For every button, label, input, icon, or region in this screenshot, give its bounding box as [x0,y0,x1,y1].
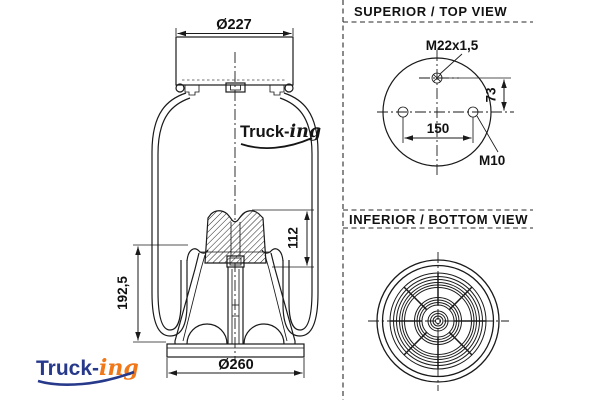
svg-text:Truck-ing: Truck-ing [36,355,139,381]
piston-arch-left [186,323,228,345]
watermark-logo-text-1: Truck- [240,123,290,141]
piston-arch-right [243,323,285,345]
dimension-spacing-150: 150 [402,117,474,143]
m10-leader-line [476,115,499,153]
bumper [204,210,267,264]
bottom-view-title: INFERIOR / BOTTOM VIEW [349,212,528,227]
dimension-total-height: 192,5 [115,244,188,343]
top-plate [175,36,294,96]
svg-text:Truck-ing: Truck-ing [240,122,321,142]
dimension-offset-73: 73 [444,77,511,111]
top-view-title: SUPERIOR / TOP VIEW [354,4,507,19]
base-plate [166,343,305,358]
bellows [151,92,319,337]
dim-label-offset: 73 [484,87,499,103]
brand-logo: Truck-ing [36,355,139,386]
radial-ribs [390,273,486,369]
piston-nut [226,255,245,268]
piston [174,248,296,345]
dim-label-spacing: 150 [427,121,450,136]
bottom-view-drawing [368,252,509,391]
label-center-thread: M22x1,5 [426,38,479,53]
dimension-top-diameter: Ø227 [175,17,294,37]
blind-nut [225,82,246,93]
side-view-drawing: Ø227 Truck-ing [115,17,321,378]
brand-logo-text-1: Truck- [36,357,99,380]
watermark-swoosh [240,137,313,149]
watermark-logo: Truck-ing [240,122,321,149]
bead-clamp-right [269,85,285,96]
brand-swoosh [37,370,135,386]
top-view-drawing: M22x1,5 M10 73 150 [377,38,514,177]
label-stud-thread: M10 [479,153,505,168]
dimension-base-diameter: Ø260 [166,357,305,378]
watermark-logo-text-2: ing [290,122,322,142]
bead-clamp-left [184,85,200,96]
panel-dividers [342,0,533,400]
dim-label-top-diameter: Ø227 [216,17,251,33]
dim-label-base-diameter: Ø260 [218,357,253,373]
dim-label-total-height: 192,5 [115,276,130,310]
dim-label-bumper-height: 112 [286,227,301,249]
dimension-bumper-height: 112 [252,209,314,268]
m22-leader-line [439,53,463,75]
